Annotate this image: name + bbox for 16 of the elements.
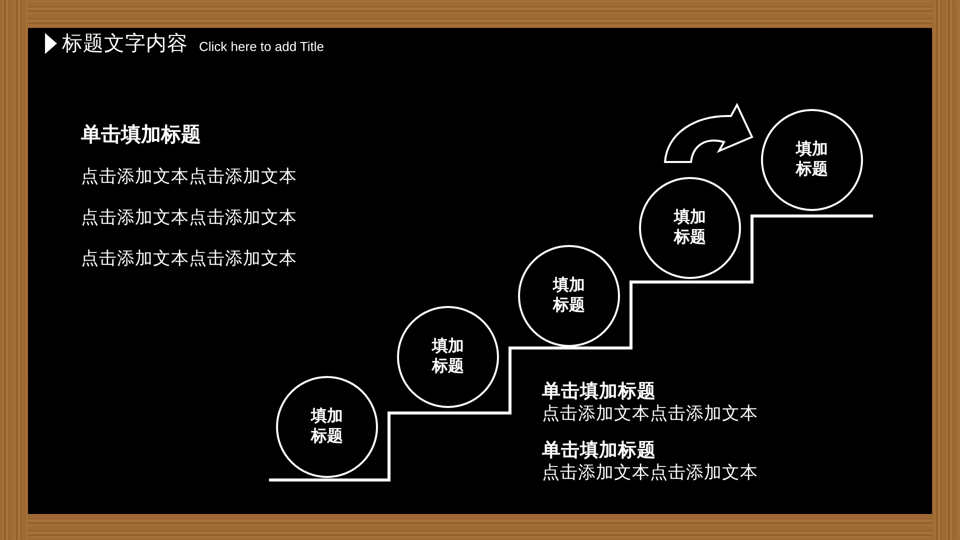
body-text: 点击添加文本点击添加文本 [542, 402, 758, 424]
slide-subtitle: Click here to add Title [199, 40, 324, 54]
text-heading: 单击填加标题 [81, 124, 201, 146]
slide-title: 标题文字内容 [62, 32, 188, 56]
step-label: 填加标题 [794, 140, 829, 180]
body-text: 点击添加文本点击添加文本 [81, 166, 297, 186]
body-text: 点击添加文本点击添加文本 [81, 248, 297, 268]
step-label: 填加标题 [430, 337, 465, 377]
step-label: 填加标题 [310, 407, 344, 447]
text-heading: 单击填加标题 [542, 439, 656, 461]
curved-arrow [664, 104, 753, 163]
body-text: 点击添加文本点击添加文本 [81, 206, 297, 228]
step-label: 填加标题 [672, 208, 707, 248]
body-text: 点击添加文本点击添加文本 [542, 462, 758, 482]
text-heading: 单击填加标题 [542, 380, 656, 402]
step-label: 填加标题 [552, 276, 586, 316]
